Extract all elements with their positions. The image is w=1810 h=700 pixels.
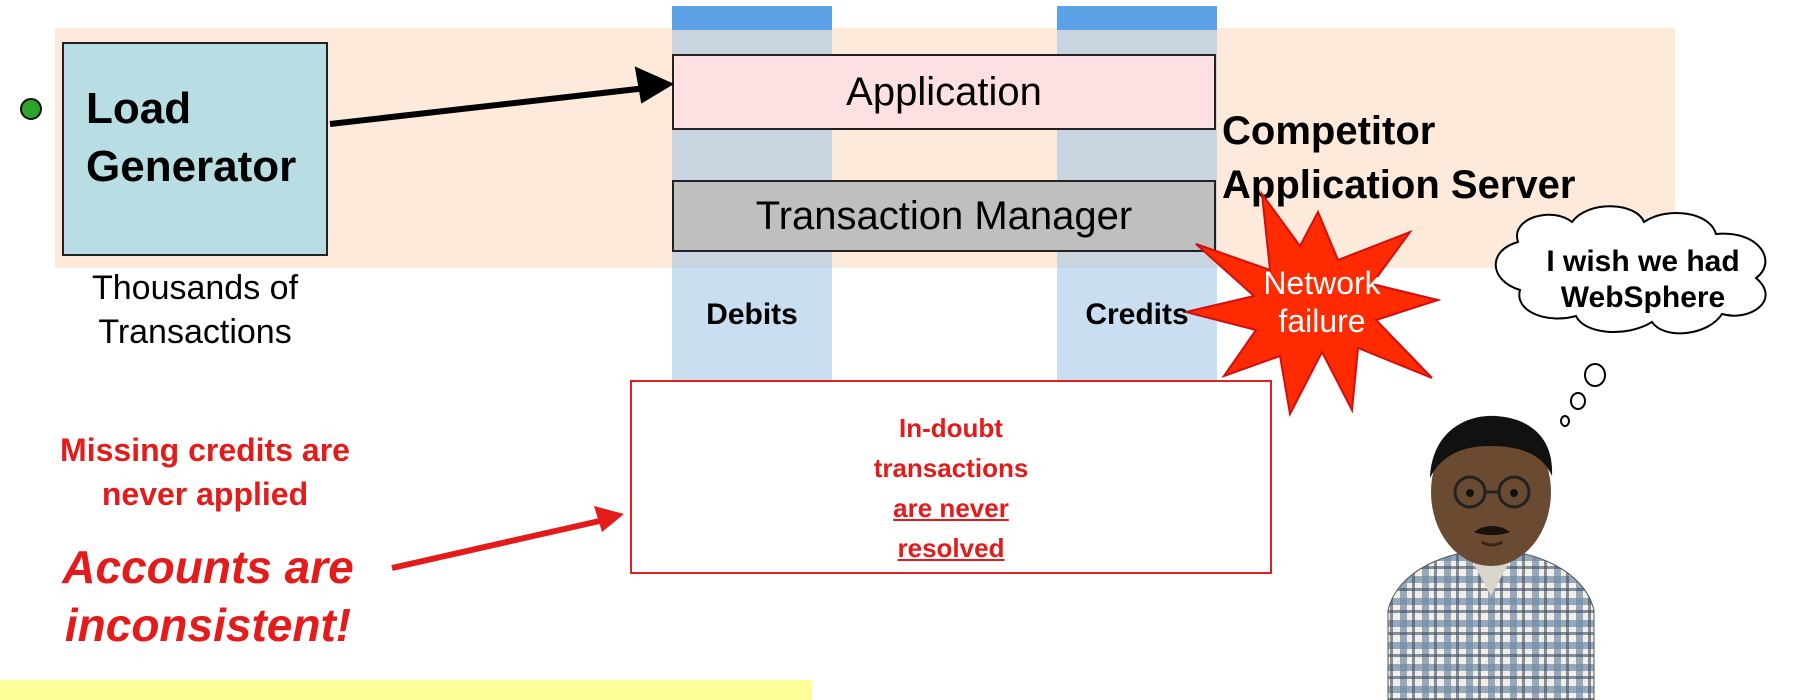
thought-line1: I wish we had (1546, 245, 1740, 278)
application-box: Application (672, 54, 1216, 130)
thought-cloud (1494, 205, 1767, 335)
accounts-to-indoubt-arrow (391, 517, 605, 571)
load-generator-label: Load Generator (86, 80, 296, 196)
transaction-manager-box: Transaction Manager (672, 180, 1216, 252)
thought-bubble-medium (1570, 392, 1586, 410)
indoubt-text: In-doubt transactions are never resolved (630, 408, 1272, 568)
thought-bubble-small (1560, 415, 1570, 427)
competitor-label: Competitor Application Server (1222, 104, 1575, 212)
load-caption-line1: Thousands of (91, 269, 299, 307)
thought-text: I wish we had WebSphere (1498, 244, 1788, 316)
network-failure-label: Network failure (1232, 264, 1412, 340)
missing-credits-text: Missing credits are never applied (0, 428, 410, 516)
debits-label: Debits (706, 298, 798, 331)
indoubt-box (630, 380, 1272, 574)
credits-label: Credits (1085, 298, 1189, 331)
competitor-line2: Application Server (1222, 163, 1576, 207)
accounts-line2: inconsistent! (64, 599, 352, 651)
load-to-application-arrowhead (634, 66, 675, 104)
load-caption-line2: Transactions (98, 313, 292, 351)
highlight-bar (0, 680, 812, 700)
burst-line1: Network (1263, 265, 1381, 301)
indoubt-line2: transactions (873, 453, 1029, 483)
accounts-line1: Accounts are (62, 541, 354, 593)
thought-line2: WebSphere (1560, 281, 1726, 314)
accounts-to-indoubt-arrowhead (594, 506, 624, 532)
debits-column-cap (672, 6, 832, 30)
indoubt-line3: are never (893, 493, 1009, 523)
credits-column-cap (1057, 6, 1217, 30)
competitor-line1: Competitor (1222, 109, 1436, 153)
accounts-inconsistent-text: Accounts are inconsistent! (28, 538, 388, 654)
load-to-application-arrow (329, 83, 665, 127)
thought-bubble-large (1584, 363, 1606, 387)
indoubt-line1: In-doubt (899, 413, 1003, 443)
network-failure-burst (1185, 190, 1442, 418)
indoubt-line4: resolved (897, 533, 1005, 563)
missing-line2: never applied (101, 476, 309, 512)
load-generator-line2: Generator (86, 142, 297, 191)
status-dot-icon (20, 98, 42, 120)
burst-line2: failure (1278, 303, 1366, 339)
load-generator-line1: Load (86, 84, 192, 133)
load-generator-box (62, 42, 328, 256)
person-photo (1387, 415, 1595, 700)
missing-line1: Missing credits are (60, 432, 350, 468)
load-caption: Thousands of Transactions (70, 266, 320, 354)
